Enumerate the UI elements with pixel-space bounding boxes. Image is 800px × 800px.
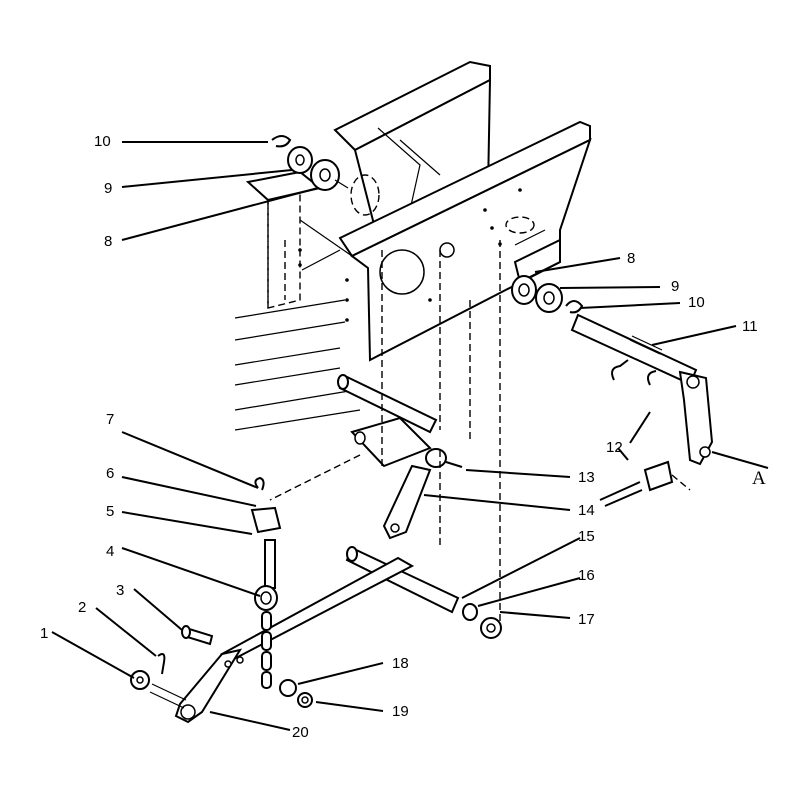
callout-4: 4	[106, 543, 114, 560]
callout-11: 11	[742, 318, 758, 335]
chain-link	[261, 611, 272, 631]
callout-8-right: 8	[627, 250, 635, 267]
hairpin	[254, 476, 265, 491]
center-lift-arm	[382, 464, 432, 540]
lift-linkage	[130, 240, 502, 724]
callout-3: 3	[116, 582, 124, 599]
set-screw	[445, 461, 463, 468]
lift-arm-plate	[678, 370, 714, 466]
callout-8-upper: 8	[104, 233, 112, 250]
callout-labels: 10 9 8 8 9 10 11 12 13 14 15 16 17 18 19…	[40, 133, 766, 741]
callout-14: 14	[578, 502, 595, 519]
callout-7: 7	[106, 411, 114, 428]
callout-20: 20	[292, 724, 309, 741]
callout-17: 17	[578, 611, 595, 628]
callout-15: 15	[578, 528, 595, 545]
callout-12: 12	[606, 439, 623, 456]
left-pivot-assembly	[271, 135, 349, 191]
lower-lift-arm	[174, 648, 243, 724]
callout-10-upper: 10	[94, 133, 111, 150]
callout-2: 2	[78, 599, 86, 616]
pivot-block	[250, 506, 282, 534]
callout-10-right: 10	[688, 294, 705, 311]
lower-washer	[462, 603, 478, 621]
callout-16: 16	[578, 567, 595, 584]
callout-13: 13	[578, 469, 595, 486]
callout-1: 1	[40, 625, 48, 642]
right-retaining-clip	[565, 300, 584, 314]
callout-9-upper: 9	[104, 180, 112, 197]
left-retaining-clip	[271, 135, 292, 148]
callout-6: 6	[106, 465, 114, 482]
cotter-pin	[157, 653, 166, 675]
pivot-bracket	[350, 416, 432, 468]
lower-lift-arm-bar	[219, 556, 415, 662]
leader-lines	[51, 141, 769, 731]
washer-18	[279, 679, 297, 697]
mower-frame	[234, 60, 592, 431]
callout-5: 5	[106, 503, 114, 520]
clevis	[643, 460, 674, 492]
rear-pivot-shaft	[570, 313, 698, 386]
callout-18: 18	[392, 655, 409, 672]
detail-reference-A: A	[752, 468, 766, 489]
threaded-rod	[264, 539, 276, 589]
hairpin-cotter	[611, 359, 629, 381]
right-pivot-assembly	[511, 238, 714, 507]
hairpin-cotter-2	[647, 370, 657, 386]
callout-19: 19	[392, 703, 409, 720]
callout-9-right: 9	[671, 278, 679, 295]
